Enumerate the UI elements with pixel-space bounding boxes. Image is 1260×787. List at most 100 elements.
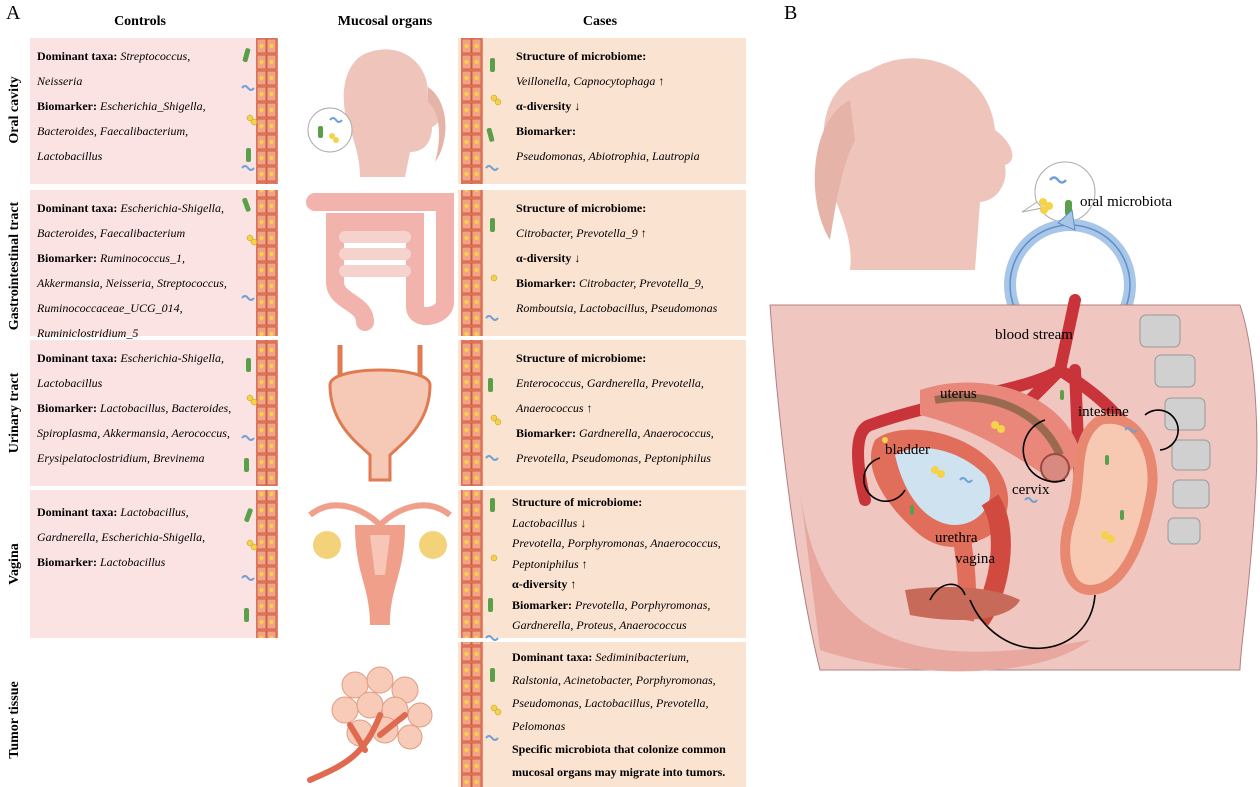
taxa-list: Akkermansia, Neisseria, Streptococcus, [37,276,227,290]
text-line: Lactobacillus [37,144,252,169]
text-line: Biomarker: Escherichia_Shigella, [37,94,252,119]
taxa-list: Pelomonas [512,719,565,733]
text-line: Lactobacillus ↓ [512,513,746,534]
label-urethra: urethra [935,530,977,547]
label-bladder: bladder [885,442,930,459]
bold-label: Biomarker: [516,124,576,138]
taxa-list: Sediminibacterium, [595,650,689,664]
controls-header: Controls [100,14,180,30]
row-label-vagina: Vagina [7,504,23,624]
text-line: Dominant taxa: Lactobacillus, [37,500,252,525]
trend-arrow: ↓ [571,251,580,265]
trend-arrow: ↓ [571,99,580,113]
text-line: Dominant taxa: Escherichia-Shigella, [37,346,252,371]
text-line: Akkermansia, Neisseria, Streptococcus, [37,271,252,296]
bold-label: mucosal organs may migrate into tumors. [512,765,725,779]
bold-label: Structure of microbiome: [512,495,642,509]
text-line: Peptoniphilus ↑ [512,554,746,575]
taxa-list: Lactobacillus [512,516,577,530]
taxa-list: Streptococcus, [120,49,190,63]
taxa-list: Gardnerella, Proteus, Anaerococcus [512,618,687,632]
row-label-tumor: Tumor tissue [7,660,23,780]
label-intestine: intestine [1078,404,1129,421]
text-line: Structure of microbiome: [516,44,746,69]
bold-label: Biomarker: [516,276,579,290]
text-line: Biomarker: [516,119,746,144]
uterus-illustration [305,495,455,635]
taxa-list: Spiroplasma, Akkermansia, Aerococcus, [37,426,230,440]
row-label-urinary: Urinary tract [7,353,23,473]
text-line: Romboutsia, Lactobacillus, Pseudomonas [516,296,746,321]
text-line: Biomarker: Ruminococcus_1, [37,246,252,271]
oral-cases-text: Structure of microbiome:Veillonella, Cap… [516,44,746,169]
text-line: Neisseria [37,69,252,94]
text-line: Structure of microbiome: [516,346,746,371]
case-bacteria [484,38,504,787]
bold-label: Biomarker: [516,426,579,440]
bold-label: Structure of microbiome: [516,351,646,365]
taxa-list: Prevotella, Pseudomonas, Peptoniphilus [516,451,711,465]
taxa-list: Romboutsia, Lactobacillus, Pseudomonas [516,301,717,315]
bold-label: Structure of microbiome: [516,201,646,215]
bold-label: Dominant taxa: [37,505,120,519]
text-line: Gardnerella, Proteus, Anaerococcus [512,615,746,636]
text-line: Biomarker: Lactobacillus, Bacteroides, [37,396,252,421]
taxa-list: Enterococcus, Gardnerella, Prevotella, [516,376,704,390]
anatomy-illustration [760,30,1260,787]
trend-arrow: ↑ [579,557,588,571]
taxa-list: Neisseria [37,74,82,88]
trend-arrow: ↑ [584,401,593,415]
organs-header: Mucosal organs [325,14,445,30]
taxa-list: Escherichia-Shigella, [120,201,224,215]
text-line: Ruminococcaceae_UCG_014, [37,296,252,321]
taxa-list: Escherichia-Shigella, [120,351,224,365]
text-line: Spiroplasma, Akkermansia, Aerococcus, [37,421,252,446]
bold-label: Biomarker: [512,598,575,612]
bold-label: Specific microbiota that colonize common [512,742,726,756]
text-line: Veillonella, Capnocytophaga ↑ [516,69,746,94]
taxa-list: Veillonella, Capnocytophaga [516,74,655,88]
label-oral-microbiota: oral microbiota [1080,194,1172,211]
taxa-list: Pseudomonas, Lactobacillus, Prevotella, [512,696,709,710]
bold-label: Dominant taxa: [37,201,120,215]
tumor-illustration [305,655,455,785]
bold-label: α-diversity [512,577,567,591]
intestine-illustration [305,192,455,332]
text-line: Biomarker: Gardnerella, Anaerococcus, [516,421,746,446]
taxa-list: Lactobacillus [100,555,165,569]
row-label-oral: Oral cavity [7,50,23,170]
text-line: Anaerococcus ↑ [516,396,746,421]
tumor-cases-text: Dominant taxa: Sediminibacterium,Ralston… [512,646,746,784]
panel-a-letter: A [6,2,20,25]
text-line: mucosal organs may migrate into tumors. [512,761,746,784]
taxa-list: Lactobacillus, [120,505,188,519]
bold-label: Dominant taxa: [37,351,120,365]
taxa-list: Ralstonia, Acinetobacter, Porphyromonas, [512,673,716,687]
text-line: Structure of microbiome: [516,196,746,221]
trend-arrow: ↑ [638,226,647,240]
bold-label: Biomarker: [37,555,100,569]
bold-label: α-diversity [516,99,571,113]
text-line: Citrobacter, Prevotella_9 ↑ [516,221,746,246]
row-label-gi: Gastrointestinal tract [7,181,23,351]
urinary-cases-text: Structure of microbiome: Enterococcus, Ga… [516,346,746,471]
taxa-list: Prevotella, Porphyromonas, Anaerococcus, [512,536,721,550]
text-line: Prevotella, Pseudomonas, Peptoniphilus [516,446,746,471]
taxa-list: Lactobacillus [37,376,102,390]
text-line: Bacteroides, Faecalibacterium, [37,119,252,144]
cases-header: Cases [560,14,640,30]
taxa-list: Lactobacillus, Bacteroides, [100,401,231,415]
case-tissue-strip [461,38,483,787]
panel-b-letter: B [784,2,797,25]
bold-label: Dominant taxa: [37,49,120,63]
text-line: α-diversity ↓ [516,246,746,271]
text-line: Dominant taxa: Streptococcus, [37,44,252,69]
text-line: Ruminiclostridium_5 [37,321,252,346]
head-illustration [300,42,450,182]
taxa-list: Ruminiclostridium_5 [37,326,138,340]
bold-label: α-diversity [516,251,571,265]
text-line: Prevotella, Porphyromonas, Anaerococcus, [512,533,746,554]
taxa-list: Ruminococcaceae_UCG_014, [37,301,183,315]
taxa-list: Bacteroides, Faecalibacterium [37,226,185,240]
